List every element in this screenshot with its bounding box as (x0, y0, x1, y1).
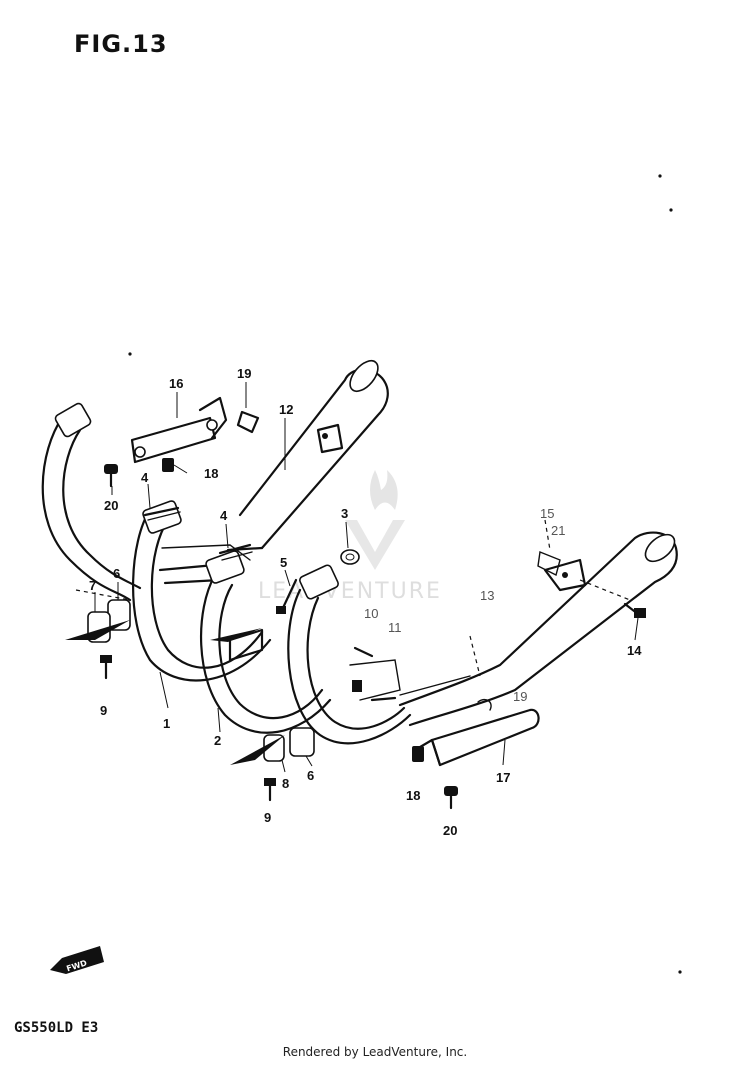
part-label-5: 5 (280, 555, 287, 570)
part-label-9-left: 9 (100, 703, 107, 718)
bolt-5 (276, 578, 298, 614)
part-label-14: 14 (627, 643, 642, 658)
nut-18-right (412, 746, 424, 762)
part-label-17: 17 (496, 770, 510, 785)
part-label-16: 16 (169, 376, 183, 391)
part-label-7: 7 (89, 578, 96, 593)
part-label-18-lower: 18 (406, 788, 420, 803)
clamp-4-left (143, 506, 181, 521)
guide-line (544, 519, 551, 551)
part-label-10: 10 (364, 606, 378, 621)
part-label-4-right: 4 (220, 508, 228, 523)
part-label-12: 12 (279, 402, 293, 417)
print-dot (669, 208, 673, 212)
bracket-16 (130, 396, 228, 464)
part-label-13: 13 (480, 588, 494, 603)
bolt-10-11 (352, 646, 374, 692)
part-label-20-lower: 20 (443, 823, 457, 838)
part-label-2: 2 (214, 733, 221, 748)
part-label-1: 1 (163, 716, 170, 731)
guide-line (579, 579, 631, 601)
print-dot (128, 352, 132, 356)
exhaust-pipe-3 (287, 564, 412, 745)
muffler-13 (398, 531, 678, 727)
forward-arrow: FWD (50, 946, 104, 974)
leader-lines (94, 382, 639, 773)
bracket-15-21 (537, 551, 561, 577)
part-label-4-left: 4 (141, 470, 149, 485)
bolt-14 (623, 602, 646, 618)
part-label-6-left: 6 (113, 566, 120, 581)
washer-19-left (236, 410, 260, 434)
flow-arrow (210, 628, 262, 642)
part-label-3: 3 (341, 506, 348, 521)
bolt-9-right (264, 778, 276, 802)
part-label-18-upper: 18 (204, 466, 218, 481)
part-label-21: 21 (551, 523, 565, 538)
bolt-20-right (444, 786, 458, 810)
washer-19-right (477, 698, 492, 711)
part-label-19-upper: 19 (237, 366, 251, 381)
part-label-20-upper: 20 (104, 498, 118, 513)
flow-arrow (65, 620, 130, 640)
clamp-6-right (289, 727, 315, 757)
exhaust-pipe-2 (199, 546, 332, 734)
nut-18-left (162, 458, 174, 472)
guide-line (469, 635, 481, 677)
part-labels: 1 2 3 4 4 5 6 6 7 8 9 9 10 11 12 13 14 1… (89, 366, 642, 838)
part-label-6-right: 6 (307, 768, 314, 783)
render-credit: Rendered by LeadVenture, Inc. (282, 1045, 468, 1059)
guide-line (75, 589, 131, 601)
flow-arrow (230, 735, 285, 765)
print-dot (658, 174, 662, 178)
clamp-4-right (218, 543, 253, 561)
figure-title: FIG.13 (74, 30, 168, 58)
crossover-pipe (228, 628, 401, 702)
print-dot (678, 970, 682, 974)
watermark: LEADVENTURE (258, 470, 442, 604)
model-code: GS550LD E3 (14, 1020, 99, 1036)
gasket-3 (340, 549, 360, 565)
part-label-8: 8 (282, 776, 289, 791)
part-label-19-lower: 19 (513, 689, 527, 704)
watermark-text: LEADVENTURE (258, 579, 442, 604)
part-label-9-right: 9 (264, 810, 271, 825)
muffler-12 (238, 359, 389, 550)
part-label-11: 11 (388, 620, 402, 635)
bolt-9-left (100, 655, 112, 680)
part-label-15: 15 (540, 506, 554, 521)
bolt-20-left (104, 464, 118, 488)
